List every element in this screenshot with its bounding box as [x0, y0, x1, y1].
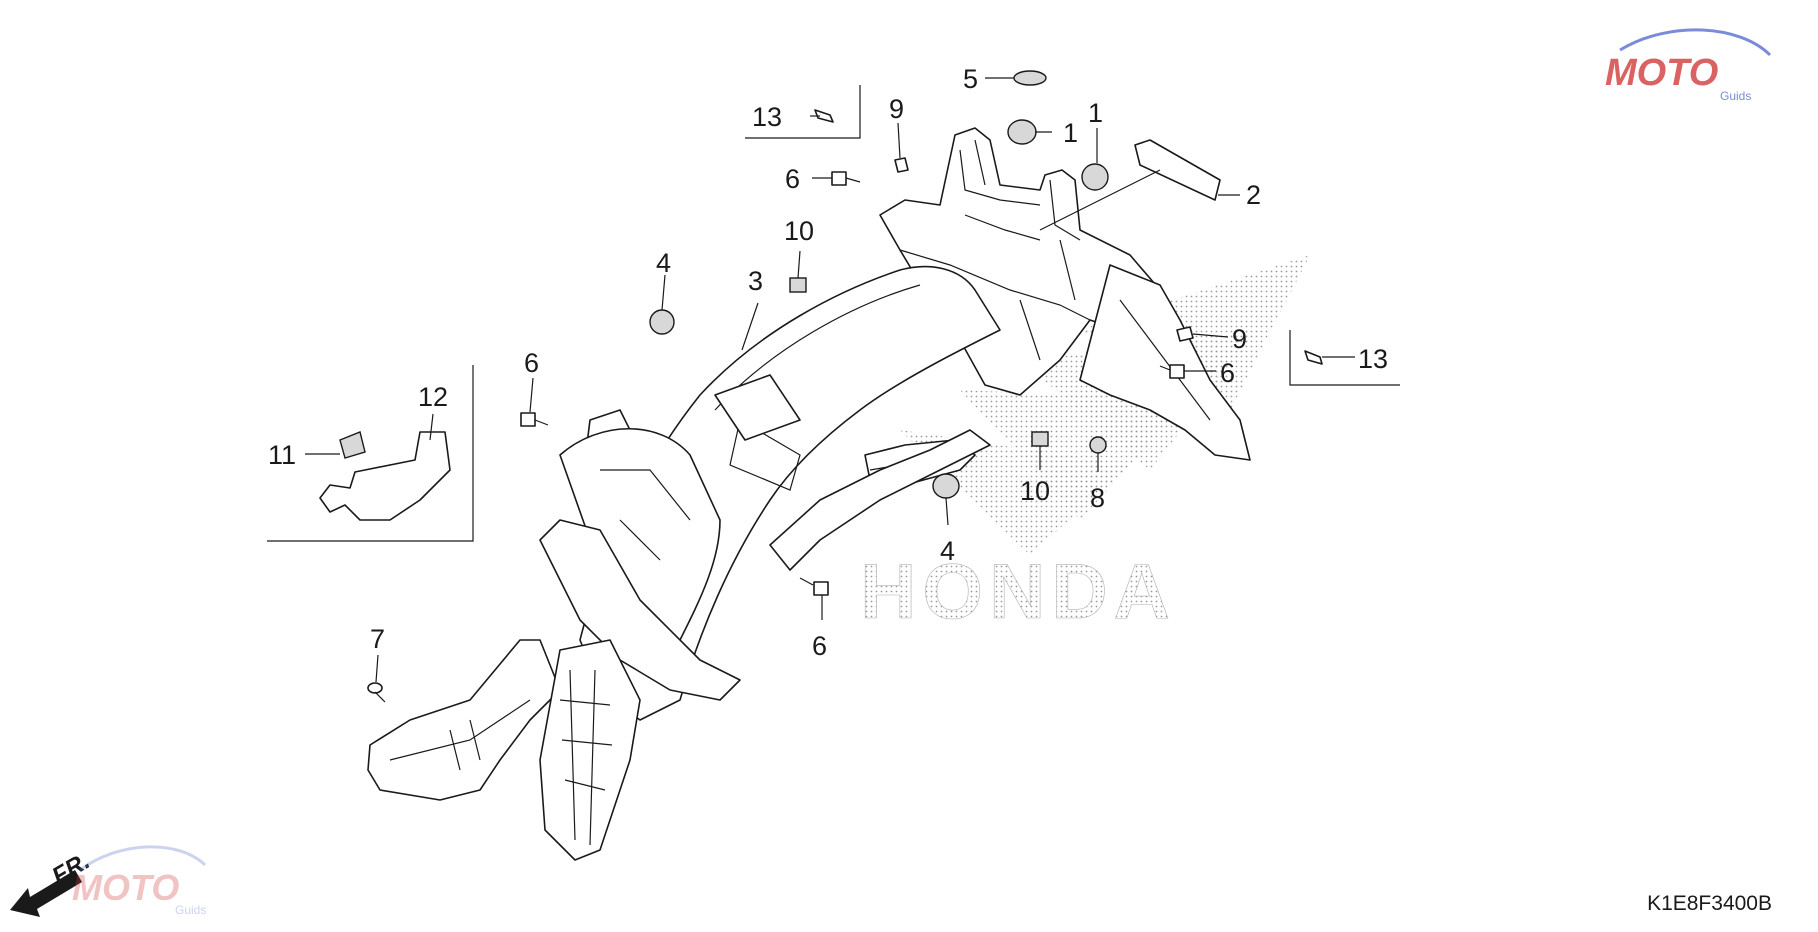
grommet-4a: [649, 309, 675, 335]
callout-1a: 1: [1063, 118, 1078, 148]
grommet-4b: [932, 473, 960, 499]
front-arrow-icon: [10, 870, 82, 917]
callout-9b: 9: [1232, 324, 1247, 354]
callout-4a: 4: [656, 248, 671, 278]
callout-10b: 10: [1020, 476, 1050, 506]
leader-lines: [305, 77, 1355, 683]
callout-13b: 13: [1358, 344, 1388, 374]
callout-2: 2: [1246, 180, 1261, 210]
callout-4b: 4: [940, 536, 955, 566]
clip-13b: [1304, 350, 1323, 365]
honda-watermark-text: HONDA: [860, 547, 1176, 635]
moto-logo-bottom: MOTO Guids: [72, 845, 207, 917]
nut-8: [1089, 436, 1107, 454]
callout-3: 3: [748, 266, 763, 296]
clip-9a: [894, 157, 909, 173]
diagram-code: K1E8F3400B: [1647, 892, 1772, 915]
reflector-2: [1134, 139, 1221, 201]
bolt-6c: [799, 577, 829, 596]
callout-9a: 9: [889, 94, 904, 124]
moto-logo-sub: Guids: [1720, 89, 1751, 103]
callout-13a: 13: [752, 102, 782, 132]
callout-12: 12: [418, 382, 448, 412]
clip-9b: [1176, 326, 1194, 342]
part-11: [339, 431, 366, 459]
moto-swoosh-icon: [1619, 28, 1772, 57]
callout-5: 5: [963, 64, 978, 94]
clip-13a: [814, 109, 834, 123]
nut-10a: [789, 277, 807, 293]
callout-10a: 10: [784, 216, 814, 246]
moto-swoosh-icon-bottom: [79, 845, 207, 872]
nut-10b: [1031, 431, 1049, 447]
part-12: [319, 431, 451, 521]
moto-logo-top: MOTO Guids: [1605, 28, 1772, 103]
callout-7: 7: [370, 624, 385, 654]
callout-6b: 6: [524, 348, 539, 378]
inset-frames: [267, 85, 1400, 542]
callout-11: 11: [268, 440, 296, 470]
moto-logo-text-bottom: MOTO: [72, 867, 179, 908]
moto-logo-sub-bottom: Guids: [175, 903, 206, 917]
moto-logo-text: MOTO: [1605, 52, 1718, 94]
callout-6d: 6: [1220, 358, 1235, 388]
callout-6a: 6: [785, 164, 800, 194]
callout-labels: 5 1 1 2 3 4 4 6 6 6 6 7 8 9 9 10 10 11 1…: [268, 64, 1388, 661]
callout-8: 8: [1090, 483, 1105, 513]
grommet-1a: [1007, 119, 1037, 145]
screw-7: [367, 682, 386, 703]
rear-fender: [367, 127, 1251, 861]
grommet-5: [1013, 70, 1047, 86]
hardware-parts: [319, 70, 1323, 703]
bolt-6b: [520, 412, 549, 427]
grommet-1b: [1081, 163, 1109, 191]
callout-6c: 6: [812, 631, 827, 661]
bolt-6a: [831, 171, 861, 186]
callout-1b: 1: [1088, 98, 1103, 128]
